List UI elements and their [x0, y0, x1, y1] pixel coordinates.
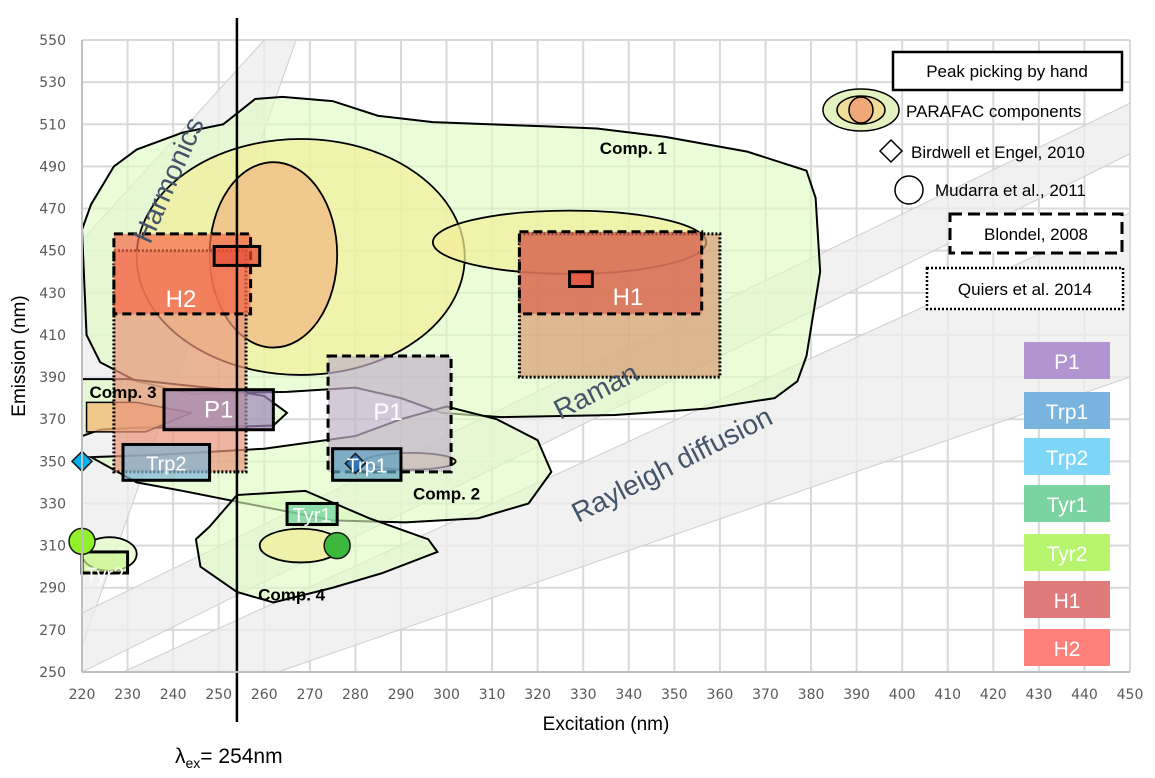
component-label: Comp. 4: [258, 585, 326, 604]
x-tick-label: 350: [661, 687, 688, 703]
x-axis-title: Excitation (nm): [543, 714, 670, 735]
y-tick-label: 310: [39, 539, 66, 555]
x-tick-label: 280: [342, 687, 369, 703]
blondel-box-h1: [517, 230, 704, 316]
component-label: Comp. 2: [413, 484, 480, 503]
swatch-p1: [1024, 342, 1110, 379]
x-tick-label: 310: [479, 687, 506, 703]
x-tick-label: 230: [114, 687, 141, 703]
y-axis-title: Emission (nm): [9, 295, 30, 416]
y-tick-label: 270: [39, 623, 66, 639]
legend-ellipse-inner: [848, 96, 874, 124]
x-tick-label: 290: [388, 687, 415, 703]
swatch-label: H2: [1054, 638, 1081, 661]
p1-blondel-label: P1: [373, 399, 402, 426]
h2-label: H2: [166, 286, 197, 313]
swatch-tyr1: [1024, 485, 1110, 522]
y-tick-label: 490: [39, 159, 66, 175]
legend-label: Mudarra et al., 2011: [935, 181, 1086, 200]
legend-solid-box: [891, 50, 1124, 92]
legend-label: Peak picking by hand: [926, 62, 1088, 81]
swatch-label: Tyr1: [1047, 494, 1088, 517]
legend-label: PARAFAC components: [906, 102, 1081, 121]
x-tick-label: 270: [296, 687, 323, 703]
x-tick-label: 250: [205, 687, 232, 703]
h1-label: H1: [613, 284, 644, 311]
y-tick-label: 350: [39, 454, 66, 470]
birdwell-diamond: [344, 452, 367, 475]
swatch-h2: [1024, 629, 1110, 666]
swatch-label: H1: [1054, 590, 1081, 613]
legend-dashed-box: [948, 212, 1124, 255]
box-label: Tyr1: [293, 505, 332, 527]
axes: 220 230 240 250 260 270 280 290 300 310 320 330 340 3…: [39, 33, 1143, 703]
x-tick-label: 380: [798, 687, 825, 703]
peak-picking-box: [162, 388, 275, 432]
y-tick-label: 410: [39, 328, 66, 344]
swatch-tyr2: [1024, 534, 1110, 571]
swatch-label: Trp1: [1046, 401, 1088, 424]
y-tick-label: 430: [39, 286, 66, 302]
y-tick-label: 250: [39, 665, 66, 681]
x-tick-label: 330: [570, 687, 597, 703]
legend-dotted-box: [925, 266, 1125, 311]
legend-diamond: [878, 138, 904, 164]
x-tick-label: 240: [160, 687, 187, 703]
x-tick-label: 320: [524, 687, 551, 703]
y-tick-label: 290: [39, 581, 66, 597]
legend-label: Quiers et al. 2014: [958, 280, 1092, 299]
x-tick-label: 410: [934, 687, 961, 703]
tyr2-caption: Tyr2: [85, 564, 124, 586]
x-tick-label: 400: [889, 687, 916, 703]
box-label: Trp1: [347, 455, 387, 477]
peak-picking-box: [285, 501, 339, 527]
peak-picking-box: [568, 270, 594, 288]
x-tick-label: 220: [69, 687, 96, 703]
literature-boxes: [80, 230, 722, 575]
y-tick-label: 470: [39, 202, 66, 218]
x-tick-label: 300: [433, 687, 460, 703]
swatch-label: Tyr2: [1047, 543, 1088, 566]
swatch-trp1: [1024, 392, 1110, 429]
peak-picking-box: [121, 442, 212, 482]
x-tick-label: 260: [251, 687, 278, 703]
x-tick-label: 370: [752, 687, 779, 703]
x-tick-label: 390: [843, 687, 870, 703]
y-tick-label: 450: [39, 244, 66, 260]
y-tick-label: 330: [39, 496, 66, 512]
swatch-h1: [1024, 581, 1110, 618]
box-label: Trp2: [146, 453, 186, 475]
x-tick-label: 360: [707, 687, 734, 703]
x-tick-label: 430: [1026, 687, 1053, 703]
box-label: P1: [204, 397, 233, 424]
y-tick-label: 510: [39, 117, 66, 133]
y-tick-label: 370: [39, 412, 66, 428]
y-tick-label: 530: [39, 75, 66, 91]
legend-circle: [894, 175, 924, 205]
swatch-label: Trp2: [1046, 447, 1088, 470]
mudarra-circle: [323, 531, 351, 560]
legend-label: Birdwell et Engel, 2010: [911, 143, 1085, 162]
x-tick-label: 420: [980, 687, 1007, 703]
component-label: Comp. 1: [600, 139, 667, 158]
legend-label: Blondel, 2008: [984, 225, 1088, 244]
y-tick-label: 390: [39, 370, 66, 386]
component-label: Comp. 3: [89, 383, 156, 402]
x-tick-label: 440: [1071, 687, 1098, 703]
swatch-label: P1: [1054, 351, 1080, 374]
x-tick-label: 450: [1117, 687, 1144, 703]
excitation-line-label: λex= 254nm: [175, 745, 283, 771]
peak-picking-box: [331, 447, 403, 482]
x-tick-label: 340: [615, 687, 642, 703]
swatch-trp2: [1024, 438, 1110, 475]
y-tick-label: 550: [39, 33, 66, 49]
